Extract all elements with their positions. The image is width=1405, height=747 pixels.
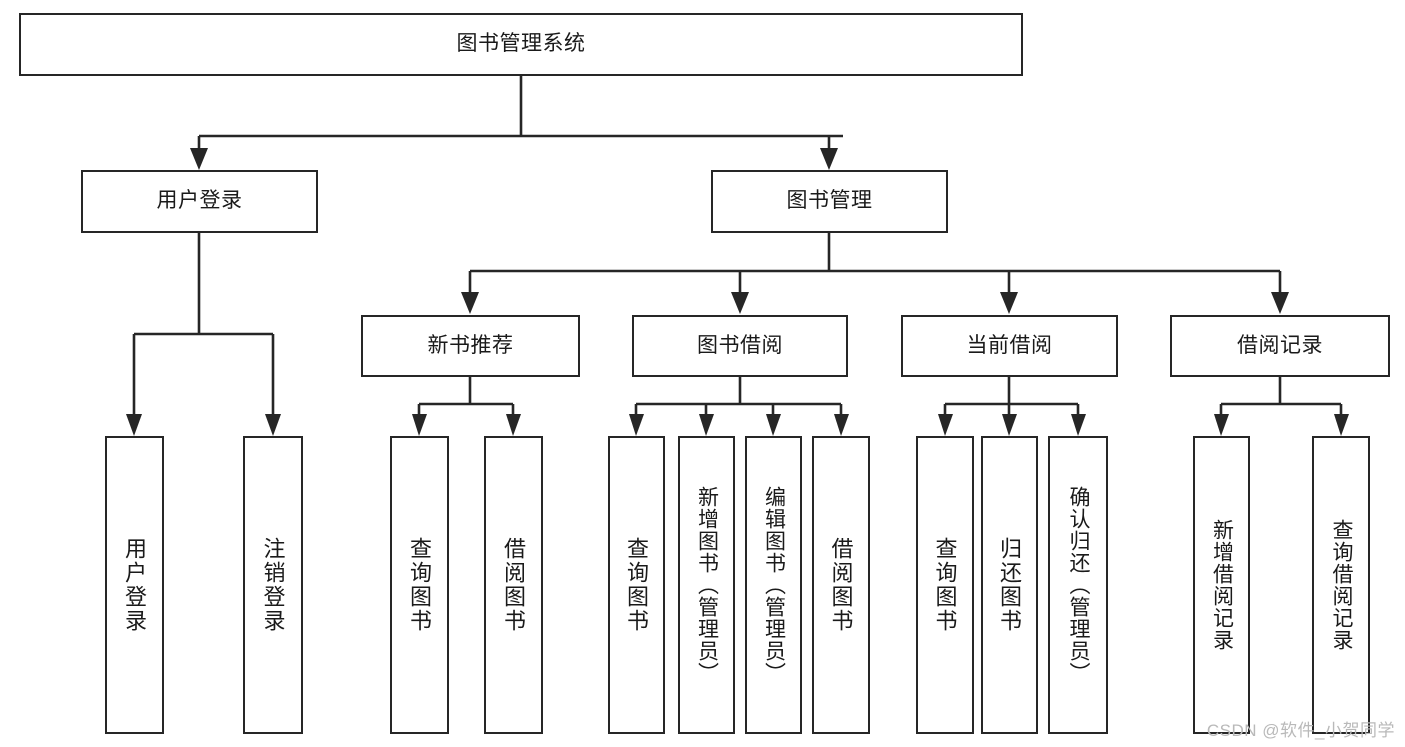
node-leaf-query-book-3[interactable]: 查询图书 (916, 436, 974, 734)
node-book-manage[interactable]: 图书管理 (711, 170, 948, 233)
csdn-watermark: CSDN @软件_小贺同学 (1206, 721, 1395, 740)
node-book-borrow[interactable]: 图书借阅 (632, 315, 848, 377)
arrowhead-leaf-logout-login (265, 414, 281, 436)
arrowhead-current-borrow (1000, 292, 1018, 314)
node-leaf-edit-book-admin-label: 编辑图书（管理员） (762, 486, 786, 684)
node-book-manage-label: 图书管理 (786, 189, 873, 213)
node-leaf-add-borrow-record[interactable]: 新增借阅记录 (1193, 436, 1250, 734)
node-leaf-user-login[interactable]: 用户登录 (105, 436, 164, 734)
arrowhead-leaf-query-book-1 (412, 414, 427, 436)
node-leaf-query-book-2[interactable]: 查询图书 (608, 436, 665, 734)
node-leaf-add-book-admin[interactable]: 新增图书（管理员） (678, 436, 735, 734)
node-leaf-query-book-1-label: 查询图书 (407, 537, 433, 633)
node-new-book-recommend[interactable]: 新书推荐 (361, 315, 580, 377)
arrowhead-leaf-user-login (126, 414, 142, 436)
node-borrow-record[interactable]: 借阅记录 (1170, 315, 1390, 377)
node-leaf-borrow-book-2-label: 借阅图书 (828, 537, 854, 633)
node-leaf-borrow-book-1[interactable]: 借阅图书 (484, 436, 543, 734)
arrowhead-leaf-borrow-book-1 (506, 414, 521, 436)
node-leaf-borrow-book-2[interactable]: 借阅图书 (812, 436, 870, 734)
node-user-login[interactable]: 用户登录 (81, 170, 318, 233)
node-leaf-query-book-1[interactable]: 查询图书 (390, 436, 449, 734)
arrowhead-book-borrow (731, 292, 749, 314)
node-root-label: 图书管理系统 (456, 32, 586, 56)
arrowhead-leaf-borrow-book-2 (834, 414, 849, 436)
node-leaf-logout-login[interactable]: 注销登录 (243, 436, 303, 734)
arrowhead-leaf-edit-book-admin (766, 414, 781, 436)
node-leaf-add-book-admin-label: 新增图书（管理员） (695, 486, 719, 684)
arrowhead-new-book (461, 292, 479, 314)
arrowhead-user-login (190, 148, 208, 170)
node-leaf-add-borrow-record-label: 新增借阅记录 (1210, 519, 1234, 651)
arrowhead-borrow-record (1271, 292, 1289, 314)
node-leaf-query-book-2-label: 查询图书 (624, 537, 650, 633)
node-leaf-confirm-return-admin-label: 确认归还（管理员） (1067, 486, 1091, 684)
node-leaf-query-borrow-record[interactable]: 查询借阅记录 (1312, 436, 1370, 734)
node-leaf-edit-book-admin[interactable]: 编辑图书（管理员） (745, 436, 802, 734)
node-new-book-recommend-label: 新书推荐 (427, 333, 514, 357)
node-root[interactable]: 图书管理系统 (19, 13, 1023, 76)
arrowhead-leaf-query-book-2 (629, 414, 644, 436)
node-current-borrow[interactable]: 当前借阅 (901, 315, 1118, 377)
node-leaf-query-book-3-label: 查询图书 (932, 537, 958, 633)
node-leaf-confirm-return-admin[interactable]: 确认归还（管理员） (1048, 436, 1108, 734)
node-current-borrow-label: 当前借阅 (966, 333, 1053, 357)
node-leaf-return-book[interactable]: 归还图书 (981, 436, 1038, 734)
arrowhead-leaf-query-borrow-record (1334, 414, 1349, 436)
node-leaf-user-login-label: 用户登录 (122, 537, 148, 633)
node-leaf-return-book-label: 归还图书 (997, 537, 1023, 633)
node-borrow-record-label: 借阅记录 (1237, 333, 1323, 357)
node-leaf-query-borrow-record-label: 查询借阅记录 (1330, 519, 1354, 651)
arrowhead-leaf-confirm-return (1071, 414, 1086, 436)
node-user-login-label: 用户登录 (156, 189, 243, 213)
arrowhead-leaf-add-book-admin (699, 414, 714, 436)
node-book-borrow-label: 图书借阅 (697, 333, 783, 357)
node-leaf-logout-login-label: 注销登录 (260, 537, 286, 633)
arrowhead-leaf-return-book (1002, 414, 1017, 436)
node-leaf-borrow-book-1-label: 借阅图书 (501, 537, 527, 633)
arrowhead-leaf-add-borrow-record (1214, 414, 1229, 436)
arrowhead-leaf-query-book-3 (938, 414, 953, 436)
arrowhead-book-manage (820, 148, 838, 170)
